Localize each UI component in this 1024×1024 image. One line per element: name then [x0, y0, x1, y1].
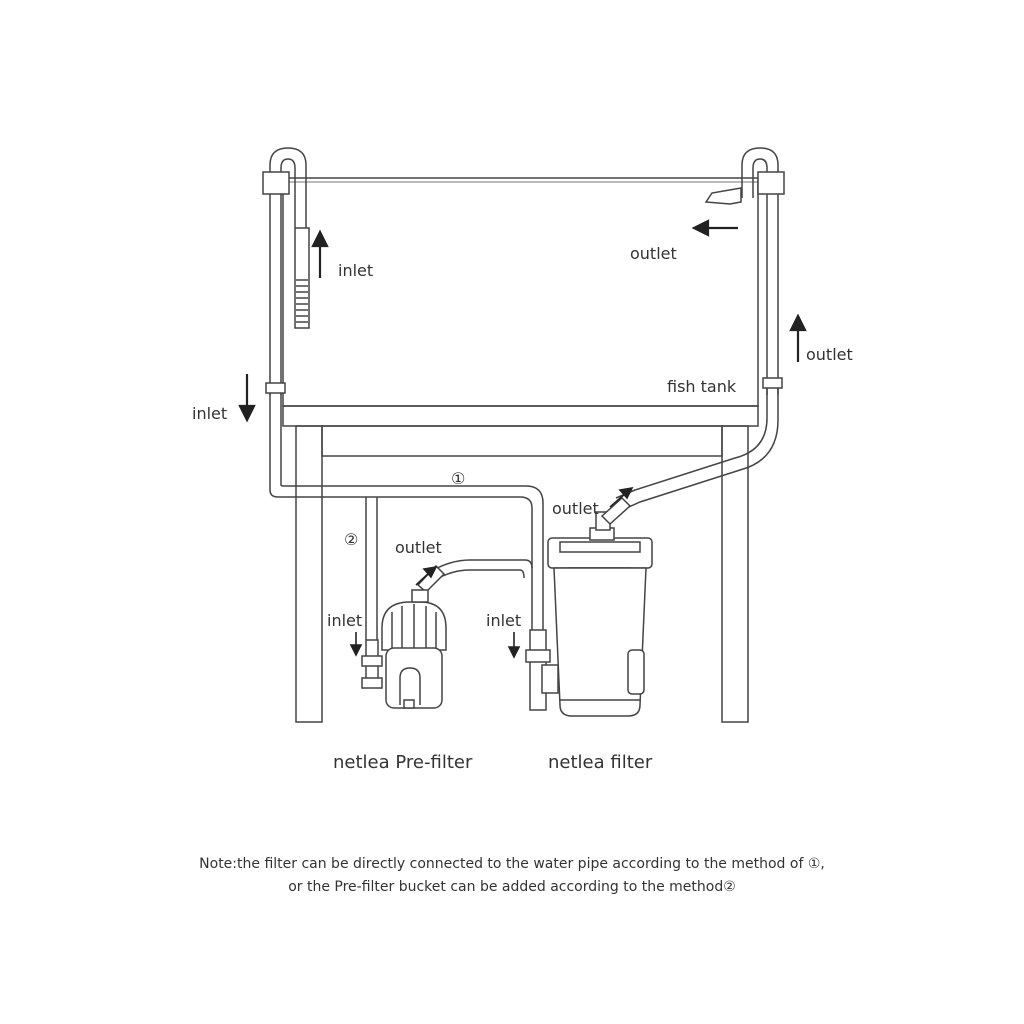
tank-body [282, 177, 759, 407]
fish-tank [282, 177, 759, 723]
note-line-1: Note:the filter can be directly connecte… [199, 856, 825, 872]
cabinet-leg-right [721, 425, 749, 723]
inlet-pipe [262, 147, 544, 640]
side-outlet-label: outlet [806, 345, 853, 364]
prefilter-outlet-label: outlet [395, 538, 442, 557]
tank-outlet-label: outlet [630, 244, 677, 263]
filter-outlet-arrow [609, 486, 634, 508]
side-inlet-arrow [238, 374, 256, 423]
note-line-2: or the Pre-filter bucket can be added ac… [288, 879, 736, 895]
cabinet-rail [321, 425, 723, 457]
prefilter-inlet-label: inlet [327, 611, 362, 630]
cabinet-top [282, 405, 759, 427]
main-filter-canister [525, 496, 653, 717]
filter-inlet-arrow [507, 632, 521, 659]
side-inlet-label: inlet [192, 404, 227, 423]
method-2-marker: ② [344, 530, 358, 549]
prefilter-outlet-arrow [415, 565, 438, 586]
prefilter-name-label: netlea Pre-filter [333, 752, 473, 773]
prefilter-link-hose [429, 559, 533, 581]
method-1-marker: ① [451, 469, 465, 488]
filter-name-label: netlea filter [548, 752, 653, 773]
cabinet-leg-left [295, 425, 323, 723]
filter-inlet-label: inlet [486, 611, 521, 630]
tank-inlet-arrow [311, 229, 329, 278]
filter-outlet-label: outlet [552, 499, 599, 518]
side-outlet-arrow [789, 313, 807, 362]
tank-inlet-label: inlet [338, 261, 373, 280]
tank-outlet-arrow [691, 219, 738, 237]
pre-filter-bucket [361, 564, 447, 709]
fish-tank-label: fish tank [667, 377, 737, 396]
prefilter-inlet-arrow [349, 632, 363, 657]
outlet-pipe [615, 147, 785, 511]
diagram-labels: inlet outlet outlet inlet fish tank ① ② … [192, 244, 853, 773]
flow-arrows [238, 219, 807, 659]
